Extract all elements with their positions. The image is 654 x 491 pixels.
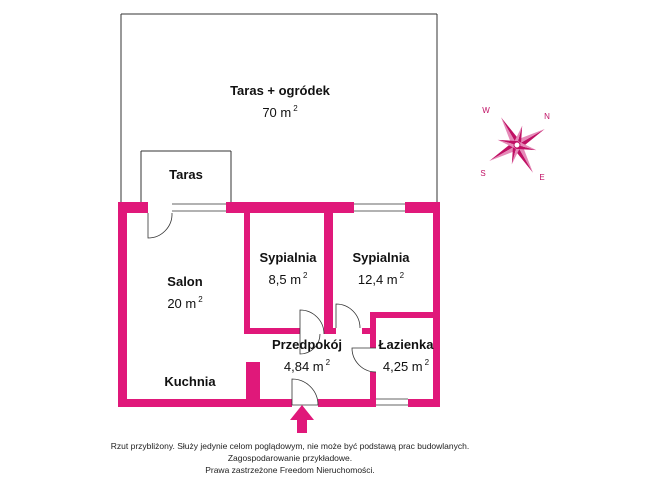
area-unit-sup: 2 [399,271,405,280]
room-name: Kuchnia [164,374,216,389]
room-area: 4,84 m [283,359,324,374]
disclaimer-line-1: Rzut przybliżony. Służy jedynie celom po… [110,441,470,451]
room-name: Przedpokój [271,337,343,352]
area-unit-sup: 2 [198,295,203,304]
room-area: 12,4 m [357,272,398,287]
room-name: Taras [169,167,203,182]
area-unit-sup: 2 [293,104,298,113]
windows [172,203,408,406]
terrace-garden-outline [120,13,438,204]
compass-rose-icon [489,117,545,173]
compass-e: E [539,173,544,182]
area-unit-sup: 2 [325,358,331,367]
compass-w: W [482,106,490,115]
doors [147,212,377,406]
disclaimer: Rzut przybliżony. Służy jedynie celom po… [0,440,580,476]
disclaimer-line-2: Zagospodarowanie przykładowe. [227,453,353,463]
room-area: 70 m [262,105,292,120]
entrance-arrow-icon [290,405,314,433]
room-kitchen: Kuchnia [150,373,230,391]
room-name: Taras + ogródek [230,83,330,98]
room-name: Sypialnia [352,250,410,265]
area-unit-sup: 2 [424,358,430,367]
room-area: 20 m [167,296,197,311]
room-name: Sypialnia [259,250,317,265]
area-unit-sup: 2 [303,271,308,280]
terrace-outline [140,150,232,204]
room-name: Salon [167,274,203,289]
compass-s: S [480,169,485,178]
disclaimer-line-3: Prawa zastrzeżone Freedom Nieruchomości. [205,465,375,475]
room-area: 8,5 m [268,272,302,287]
compass-n: N [544,112,550,121]
room-area: 4,25 m [382,359,423,374]
walls [118,202,440,407]
room-terrace: Taras [146,166,226,184]
room-name: Łazienka [378,337,434,352]
